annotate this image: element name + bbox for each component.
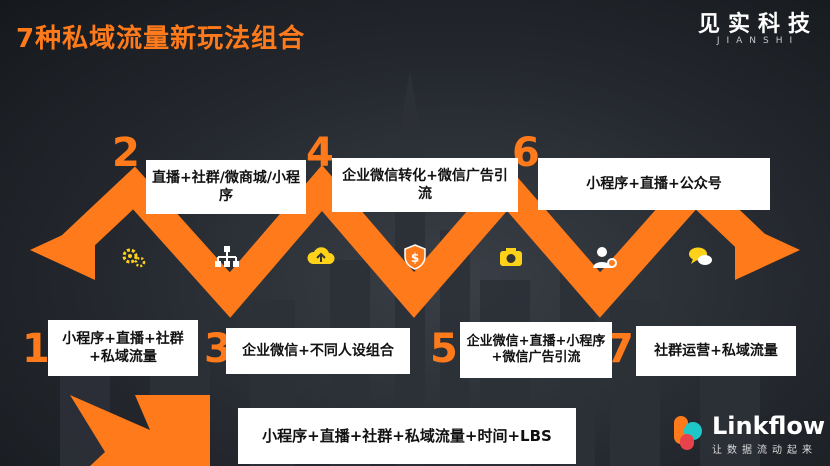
user-settings-icon <box>593 247 617 268</box>
brand-name: 见实科技 <box>697 12 818 37</box>
svg-text:$: $ <box>411 251 419 265</box>
step-box-1: 小程序+直播+社群+私域流量 <box>48 320 198 376</box>
linkflow-logo-icon <box>674 416 702 450</box>
org-chart-icon <box>215 246 239 267</box>
step-box-4: 企业微信转化+微信广告引流 <box>332 158 518 212</box>
brand-logo: 见实科技 JIANSHI <box>698 6 818 46</box>
step-box-3: 企业微信+不同人设组合 <box>226 328 410 374</box>
logo-name: Linkflow <box>712 412 826 440</box>
page-title: 7种私域流量新玩法组合 <box>16 24 306 54</box>
logo-tagline: 让数据流动起来 <box>712 445 817 456</box>
gear-icon <box>122 248 146 268</box>
chat-icon <box>689 247 712 265</box>
step-box-6: 小程序+直播+公众号 <box>538 158 770 210</box>
brand-pinyin: JIANSHI <box>716 36 800 46</box>
camera-icon <box>500 248 522 266</box>
step-number-2: 2 <box>112 130 140 176</box>
cloud-upload-icon <box>307 247 335 264</box>
step-box-5: 企业微信+直播+小程序+微信广告引流 <box>460 322 612 378</box>
step-number-1: 1 <box>22 326 50 372</box>
step-box-7: 社群运营+私域流量 <box>636 326 796 376</box>
shield-dollar-icon: $ <box>404 244 426 270</box>
summary-box: 小程序+直播+社群+私域流量+时间+LBS <box>238 408 576 464</box>
step-box-2: 直播+社群/微商城/小程序 <box>146 160 306 214</box>
step-number-4: 4 <box>306 130 334 176</box>
step-number-5: 5 <box>430 326 458 372</box>
